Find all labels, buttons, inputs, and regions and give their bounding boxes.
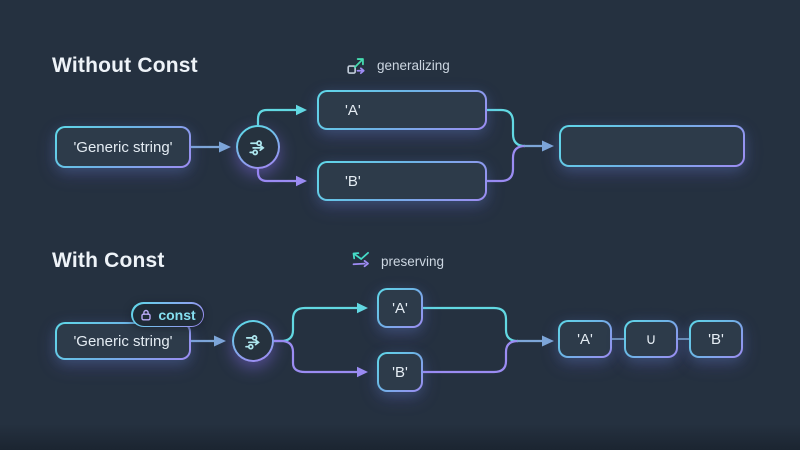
result-box-text <box>561 127 743 165</box>
wire-node-to-b-top <box>256 169 296 183</box>
branch-box-b-top: 'B' <box>317 161 487 201</box>
arrowhead <box>296 175 307 187</box>
section-title-without-const: Without Const <box>52 54 198 77</box>
converge-arrows-icon <box>350 250 372 272</box>
result-box-union: ∪ <box>624 320 678 358</box>
wire-node-to-b-bottom <box>274 339 357 374</box>
result-box-b: 'B' <box>689 320 743 358</box>
generalizing-label-text: generalizing <box>377 57 450 73</box>
wire-node-to-a-bottom <box>274 306 357 343</box>
union-symbol: ∪ <box>626 322 676 356</box>
branch-box-a-text: 'A' <box>319 92 485 128</box>
generalizing-label: generalizing <box>346 54 450 76</box>
branch-options-icon <box>245 134 271 160</box>
arrowhead <box>357 302 368 314</box>
branch-node-top <box>236 125 280 169</box>
wire-node-to-a-top <box>256 108 296 125</box>
branch-options-icon <box>241 329 266 354</box>
arrowhead <box>542 140 554 152</box>
result-box-a: 'A' <box>558 320 612 358</box>
result-box-b-text: 'B' <box>691 322 741 356</box>
wire-b-to-merge-top <box>487 144 526 183</box>
arrowhead <box>542 335 554 347</box>
const-badge-text: const <box>158 306 196 323</box>
branch-box-b-text: 'B' <box>379 354 421 390</box>
input-box-text: 'Generic string' <box>57 324 189 358</box>
wire-b-to-merge-bottom <box>423 339 519 374</box>
const-badge: const <box>131 302 204 327</box>
arrowhead <box>357 366 368 378</box>
result-box-empty-top <box>559 125 745 167</box>
arrowhead <box>296 104 307 116</box>
wire-a-to-merge-top <box>487 108 526 148</box>
preserving-label: preserving <box>350 250 444 272</box>
branch-node-bottom <box>232 320 274 362</box>
result-box-a-text: 'A' <box>560 322 610 356</box>
input-box-generic-string-bottom: 'Generic string' <box>55 322 191 360</box>
branch-box-a-top: 'A' <box>317 90 487 130</box>
input-box-generic-string-top: 'Generic string' <box>55 126 191 168</box>
expand-arrows-icon <box>346 54 368 76</box>
arrowhead <box>219 141 231 153</box>
input-box-text: 'Generic string' <box>57 128 189 166</box>
branch-box-b-bottom: 'B' <box>377 352 423 392</box>
branch-box-a-text: 'A' <box>379 290 421 326</box>
preserving-label-text: preserving <box>381 253 445 269</box>
arrowhead <box>214 335 226 347</box>
wire-a-to-merge-bottom <box>423 306 519 343</box>
section-title-with-const: With Const <box>52 249 165 272</box>
branch-box-a-bottom: 'A' <box>377 288 423 328</box>
branch-box-b-text: 'B' <box>319 163 485 199</box>
lock-icon <box>139 308 153 322</box>
